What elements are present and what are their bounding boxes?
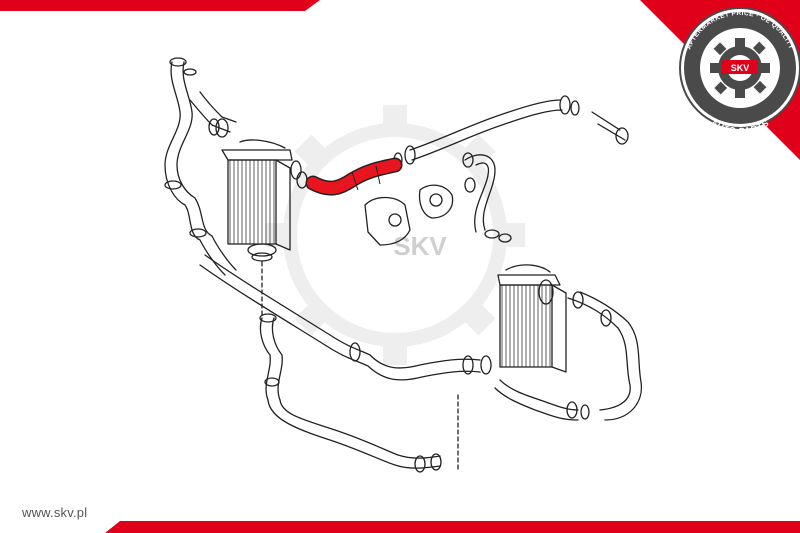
top-brand-band [0, 0, 320, 11]
intercooler-icon [497, 264, 567, 373]
logo-main-text: SKV [731, 63, 750, 73]
brand-logo: SKV AFTERMARKET PRICE · OE QUALITY AUTO … [640, 0, 800, 160]
hose-assembly [164, 57, 643, 473]
website-link[interactable]: www.skv.pl [22, 505, 88, 520]
hose-icon [164, 61, 226, 276]
watermark-text: SKV [393, 231, 447, 261]
highlighted-charge-air-hose [305, 157, 403, 196]
clamp-icon [169, 57, 187, 67]
intercooler-icon [221, 139, 293, 262]
bottom-brand-band [105, 521, 800, 533]
